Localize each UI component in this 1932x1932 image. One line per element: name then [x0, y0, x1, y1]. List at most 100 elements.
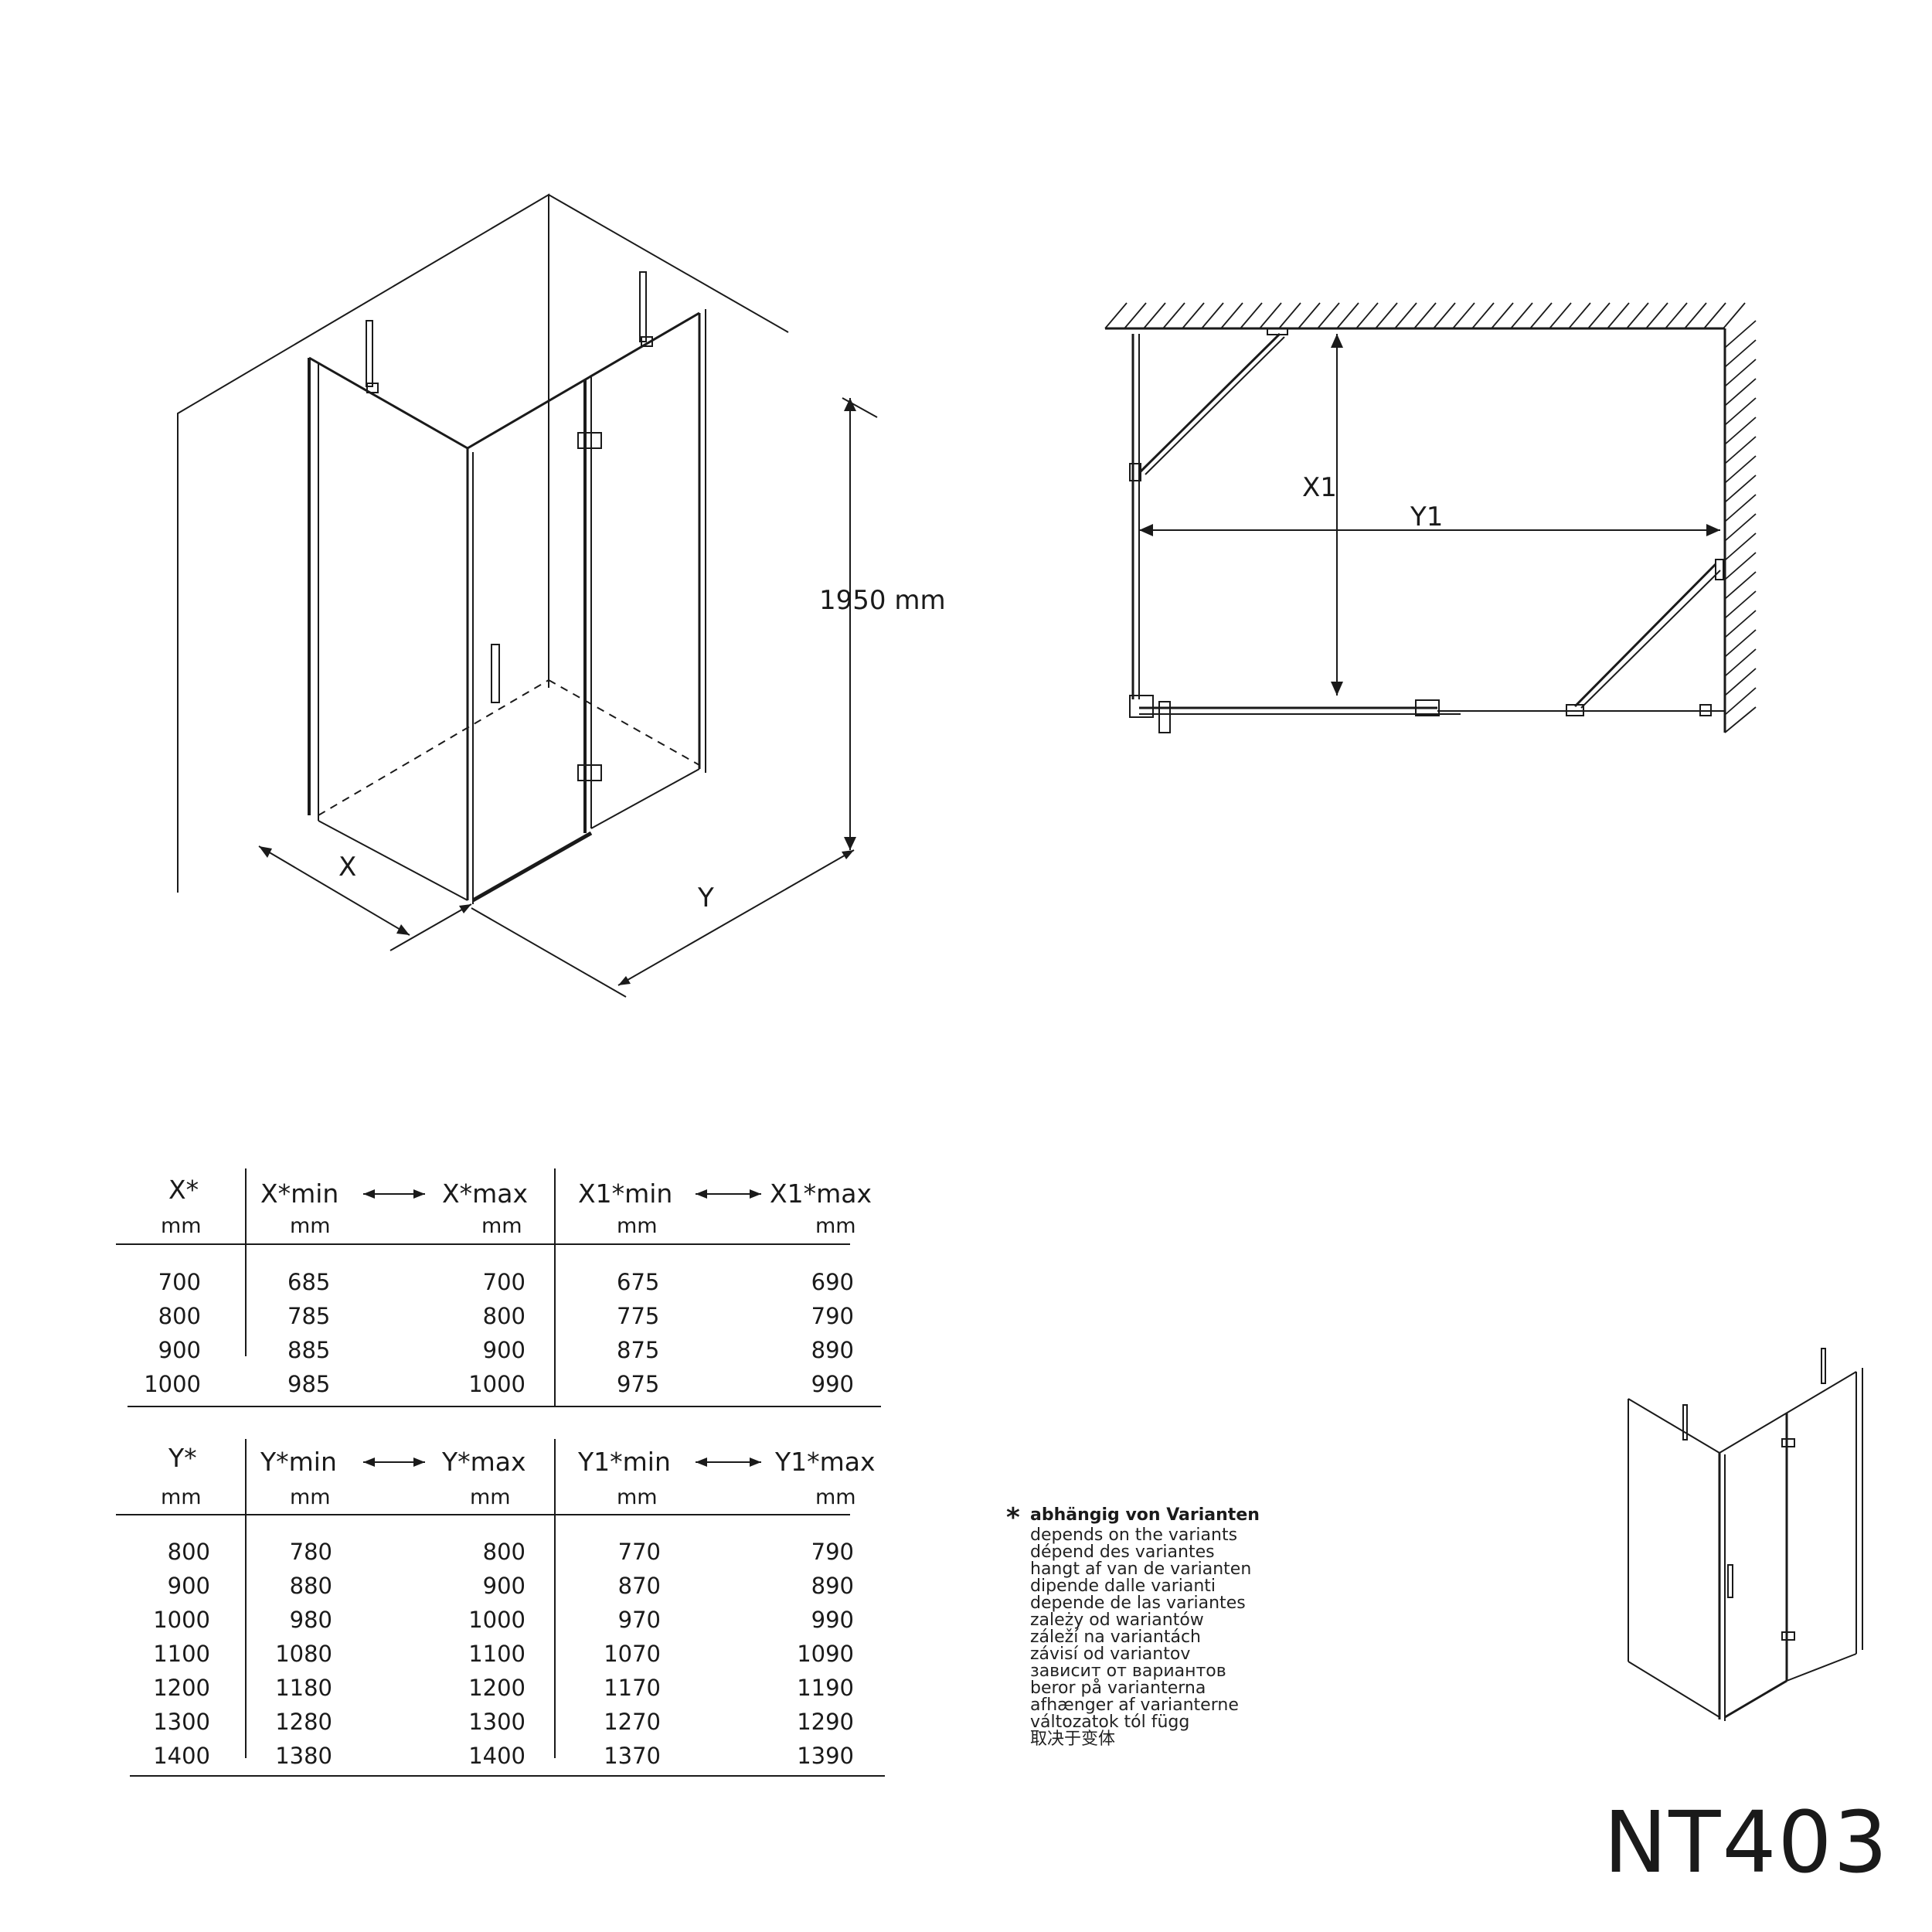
note-line: zależy od wariantów	[1030, 1611, 1204, 1630]
table-y-cell: 990	[811, 1607, 854, 1633]
table-x-cell: 985	[287, 1371, 331, 1397]
table-y-cell: 1290	[797, 1709, 854, 1735]
table-y-cell: 1100	[468, 1641, 526, 1667]
table-y-cell: 880	[289, 1573, 332, 1599]
table-x-header-xmax: X*max	[442, 1179, 529, 1209]
model-number: NT403	[1604, 1793, 1889, 1892]
table-y-cell: 890	[811, 1573, 854, 1599]
table-y-cell: 1300	[468, 1709, 526, 1735]
table-x-unit: mm	[815, 1214, 856, 1238]
table-x-cell: 685	[287, 1269, 331, 1295]
table-y-cell: 870	[617, 1573, 661, 1599]
table-x-cell: 900	[158, 1337, 201, 1363]
table-y-cell: 1000	[468, 1607, 526, 1633]
table-x-cell: 990	[811, 1371, 854, 1397]
table-x-cell: 700	[482, 1269, 526, 1295]
table-x-cell: 790	[811, 1303, 854, 1329]
note-line: hangt af van de varianten	[1030, 1560, 1252, 1579]
table-x-cell: 800	[158, 1303, 201, 1329]
table-y-cell: 1300	[153, 1709, 210, 1735]
table-y-cell: 780	[289, 1539, 332, 1565]
table-x-cell: 1000	[144, 1371, 201, 1397]
table-y-cell: 1270	[604, 1709, 661, 1735]
table-x-cell: 785	[287, 1303, 331, 1329]
table-x-cell: 690	[811, 1269, 854, 1295]
table-x-cell: 775	[617, 1303, 660, 1329]
note-line: beror på varianterna	[1030, 1679, 1206, 1698]
table-y-unit: mm	[470, 1485, 511, 1509]
table-y-cell: 1080	[275, 1641, 332, 1667]
note-line: záleží na variantách	[1030, 1628, 1201, 1647]
table-y-header-ymin: Y*min	[260, 1447, 337, 1477]
thumbnail-view	[1628, 1348, 1863, 1721]
note-title: abhängig von Varianten	[1030, 1505, 1260, 1525]
table-x-header-xmin: X*min	[260, 1179, 339, 1209]
table-x-unit: mm	[617, 1214, 658, 1238]
asterisk-marker: *	[1006, 1502, 1020, 1533]
table-y-unit: mm	[617, 1485, 658, 1509]
table-y-cell: 1100	[153, 1641, 210, 1667]
note-line: depends on the variants	[1030, 1526, 1238, 1545]
table-x-cell: 885	[287, 1337, 331, 1363]
table-x-cell: 1000	[468, 1371, 526, 1397]
table-x-cell: 800	[482, 1303, 526, 1329]
table-y-cell: 1380	[275, 1743, 332, 1769]
table-y-cell: 1390	[797, 1743, 854, 1769]
table-y-cell: 790	[811, 1539, 854, 1565]
note-line: változatok tól függ	[1030, 1713, 1190, 1732]
table-y-cell: 1370	[604, 1743, 661, 1769]
table-y-cell: 970	[617, 1607, 661, 1633]
table-y-cell: 1190	[797, 1675, 854, 1701]
table-y-cell: 1200	[153, 1675, 210, 1701]
table-y-unit: mm	[815, 1485, 856, 1509]
dimension-y-label: Y	[698, 883, 714, 913]
table-x-cell: 890	[811, 1337, 854, 1363]
table-x-unit: mm	[161, 1214, 202, 1238]
height-label: 1950 mm	[819, 585, 946, 616]
table-y-cell: 980	[289, 1607, 332, 1633]
note-line: afhænger af varianterne	[1030, 1696, 1239, 1715]
table-y-cell: 1090	[797, 1641, 854, 1667]
table-y-header-ymax: Y*max	[442, 1447, 526, 1477]
note-line: 取决于变体	[1030, 1730, 1116, 1749]
table-x-header-x: X*	[168, 1175, 199, 1205]
table-x-cell: 700	[158, 1269, 201, 1295]
isometric-view	[177, 193, 878, 998]
table-x-cell: 900	[482, 1337, 526, 1363]
dimension-x-label: X	[338, 852, 357, 883]
table-x-header-x1max: X1*max	[770, 1179, 872, 1209]
table-y-cell: 1280	[275, 1709, 332, 1735]
table-x-unit: mm	[481, 1214, 522, 1238]
note-line: зависит от вариантов	[1030, 1662, 1226, 1681]
table-x-cell: 975	[617, 1371, 660, 1397]
table-y-cell: 770	[617, 1539, 661, 1565]
table-x-cell: 875	[617, 1337, 660, 1363]
table-x-cell: 675	[617, 1269, 660, 1295]
table-y-cell: 1200	[468, 1675, 526, 1701]
table-y-cell: 1180	[275, 1675, 332, 1701]
table-y-cell: 1400	[468, 1743, 526, 1769]
table-y-cell: 1400	[153, 1743, 210, 1769]
dimension-x1-label: X1	[1302, 472, 1337, 503]
table-y-header-y: Y*	[168, 1443, 197, 1473]
plan-view	[1104, 302, 1757, 733]
table-y-header-y1min: Y1*min	[578, 1447, 671, 1477]
table-y-cell: 1070	[604, 1641, 661, 1667]
table-y-cell: 900	[482, 1573, 526, 1599]
dimension-y1-label: Y1	[1410, 502, 1444, 532]
table-y-unit: mm	[290, 1485, 331, 1509]
note-line: dipende dalle varianti	[1030, 1577, 1216, 1596]
table-y-cell: 800	[482, 1539, 526, 1565]
table-x-unit: mm	[290, 1214, 331, 1238]
note-line: depende de las variantes	[1030, 1594, 1246, 1613]
note-line: dépend des variantes	[1030, 1543, 1215, 1562]
table-y-header-y1max: Y1*max	[775, 1447, 876, 1477]
table-y-unit: mm	[161, 1485, 202, 1509]
table-y-cell: 1000	[153, 1607, 210, 1633]
table-y-cell: 800	[167, 1539, 210, 1565]
table-y-cell: 1170	[604, 1675, 661, 1701]
table-x-header-x1min: X1*min	[578, 1179, 673, 1209]
table-y-cell: 900	[167, 1573, 210, 1599]
note-line: závisí od variantov	[1030, 1645, 1191, 1664]
